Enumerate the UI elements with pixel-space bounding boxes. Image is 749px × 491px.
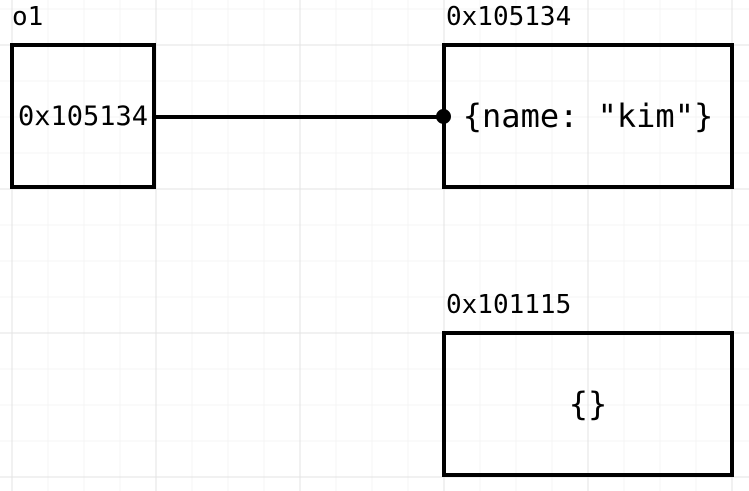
object1-value: {name: "kim"} (462, 97, 714, 135)
object1-box: {name: "kim"} (442, 43, 734, 189)
object2-address-label: 0x101115 (446, 290, 572, 320)
variable-pointer-value: 0x105134 (17, 100, 149, 132)
object1-address-label: 0x105134 (446, 2, 572, 32)
pointer-line (155, 115, 444, 119)
object2-box: {} (442, 331, 734, 477)
variable-box: 0x105134 (10, 43, 156, 189)
variable-name-label: o1 (12, 2, 44, 32)
object2-value: {} (568, 385, 608, 423)
